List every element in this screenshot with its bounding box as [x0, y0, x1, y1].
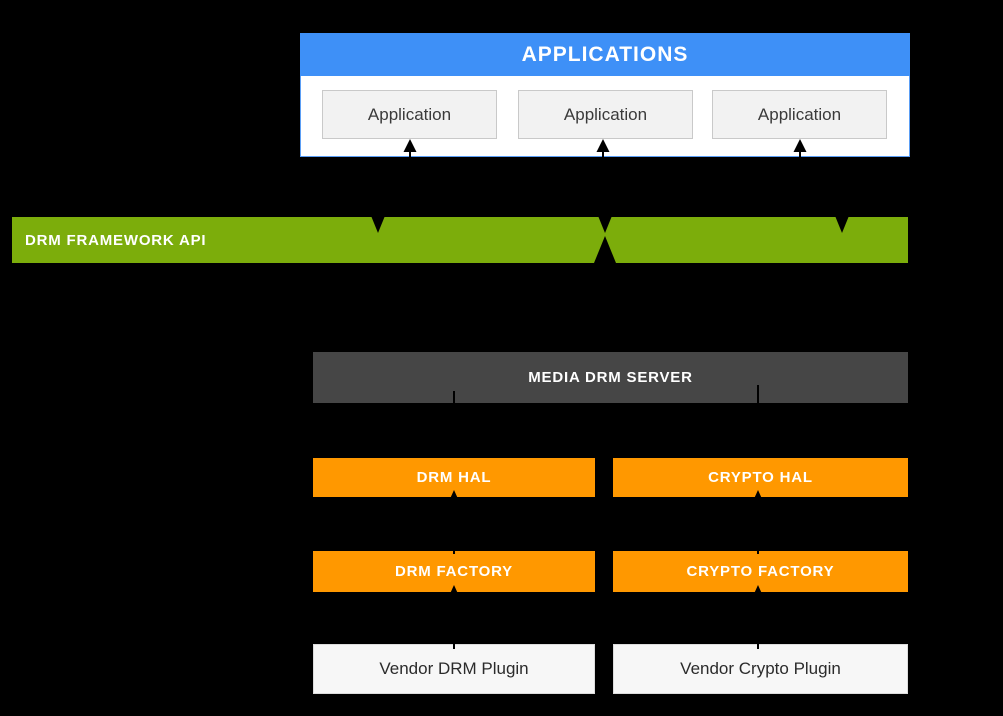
- application-box-3: Application: [712, 90, 887, 139]
- vendor-drm-plugin-label: Vendor DRM Plugin: [379, 659, 529, 678]
- crypto-factory-label: CRYPTO FACTORY: [686, 563, 835, 580]
- drm-hal-box: DRM HAL: [313, 458, 595, 497]
- application-box-1: Application: [322, 90, 497, 139]
- vendor-crypto-plugin-label: Vendor Crypto Plugin: [680, 659, 841, 678]
- crypto-hal-label: CRYPTO HAL: [708, 469, 813, 486]
- vendor-drm-plugin-box: Vendor DRM Plugin: [313, 644, 595, 694]
- media-drm-server-bar: MEDIA DRM SERVER: [313, 352, 908, 403]
- application-box-2: Application: [518, 90, 693, 139]
- arrow-up-plugin-drm-factory-icon: [449, 585, 459, 649]
- application-box-label: Application: [367, 104, 452, 124]
- vendor-crypto-plugin-box: Vendor Crypto Plugin: [613, 644, 908, 694]
- arrow-up-factory-drm-hal-icon: [449, 490, 459, 554]
- crypto-hal-box: CRYPTO HAL: [613, 458, 908, 497]
- applications-header-label: APPLICATIONS: [521, 42, 689, 66]
- drm-factory-box: DRM FACTORY: [313, 551, 595, 592]
- application-box-label: Application: [563, 104, 648, 124]
- crypto-factory-box: CRYPTO FACTORY: [613, 551, 908, 592]
- arrow-up-factory-crypto-hal-icon: [753, 490, 763, 554]
- arrow-up-plugin-crypto-factory-icon: [753, 585, 763, 649]
- application-box-label: Application: [757, 104, 842, 124]
- media-drm-server-label: MEDIA DRM SERVER: [528, 369, 693, 386]
- drm-framework-api-label: DRM FRAMEWORK API: [25, 231, 207, 249]
- drm-hal-label: DRM HAL: [416, 469, 492, 486]
- applications-header: APPLICATIONS: [300, 33, 910, 76]
- drm-factory-label: DRM FACTORY: [395, 563, 513, 580]
- drm-framework-api-bar: DRM FRAMEWORK API: [12, 217, 908, 263]
